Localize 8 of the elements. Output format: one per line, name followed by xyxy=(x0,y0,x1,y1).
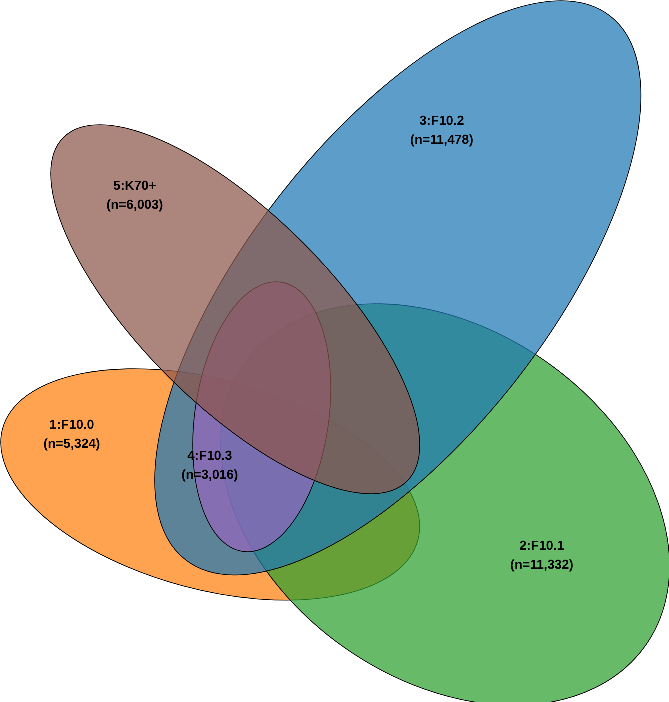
set-label: 2:F10.1 xyxy=(520,536,564,555)
set-label: 1:F10.0 xyxy=(50,416,94,434)
set-label: 5:K70+ xyxy=(113,176,156,195)
count-label: (n=5,324) xyxy=(44,434,100,453)
count-label: (n=11,478) xyxy=(410,131,474,149)
set-label: 3:F10.2 xyxy=(420,112,464,130)
count-label: (n=6,003) xyxy=(106,196,164,214)
count-label: (n=11,332) xyxy=(510,556,574,574)
